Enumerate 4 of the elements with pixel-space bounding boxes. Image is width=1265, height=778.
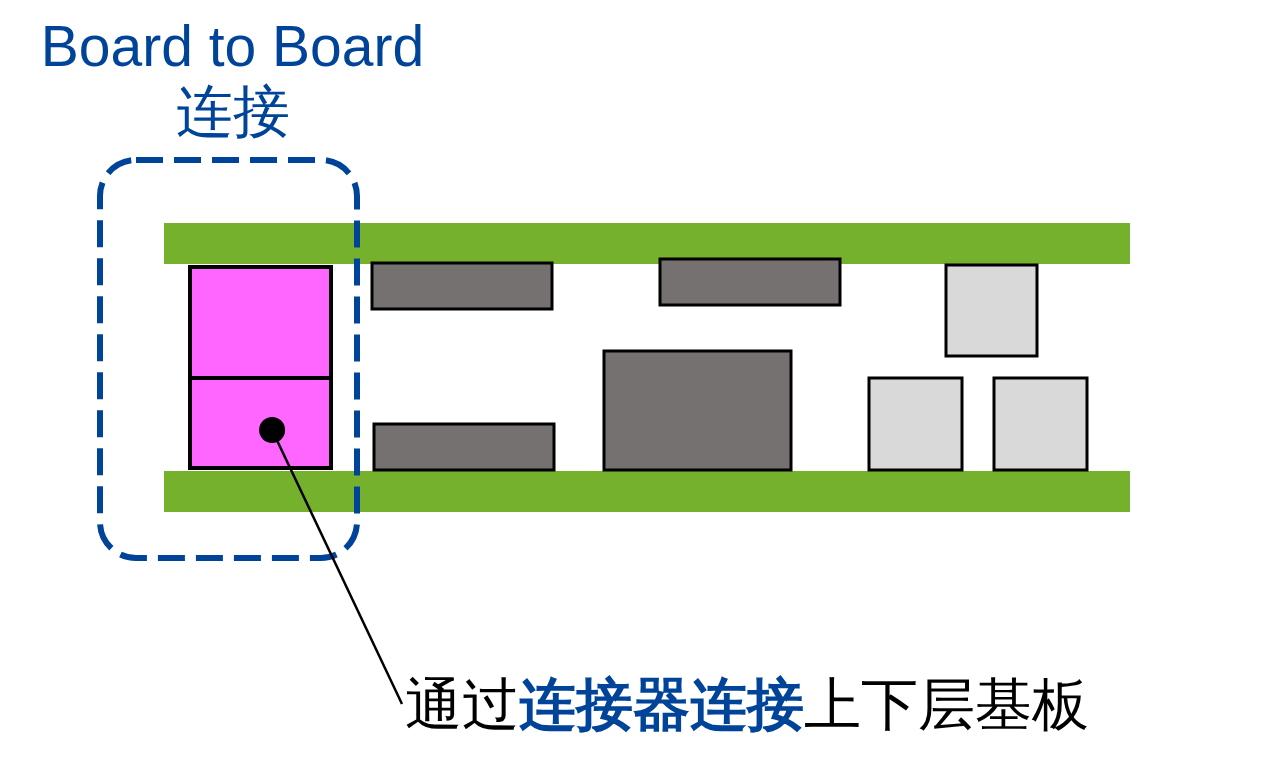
connector-block [188, 265, 333, 470]
leader-line [259, 417, 404, 705]
annotation-text: 通过连接器连接上下层基板 [405, 668, 1089, 740]
title-text: Board to Board 连接 [39, 14, 426, 144]
